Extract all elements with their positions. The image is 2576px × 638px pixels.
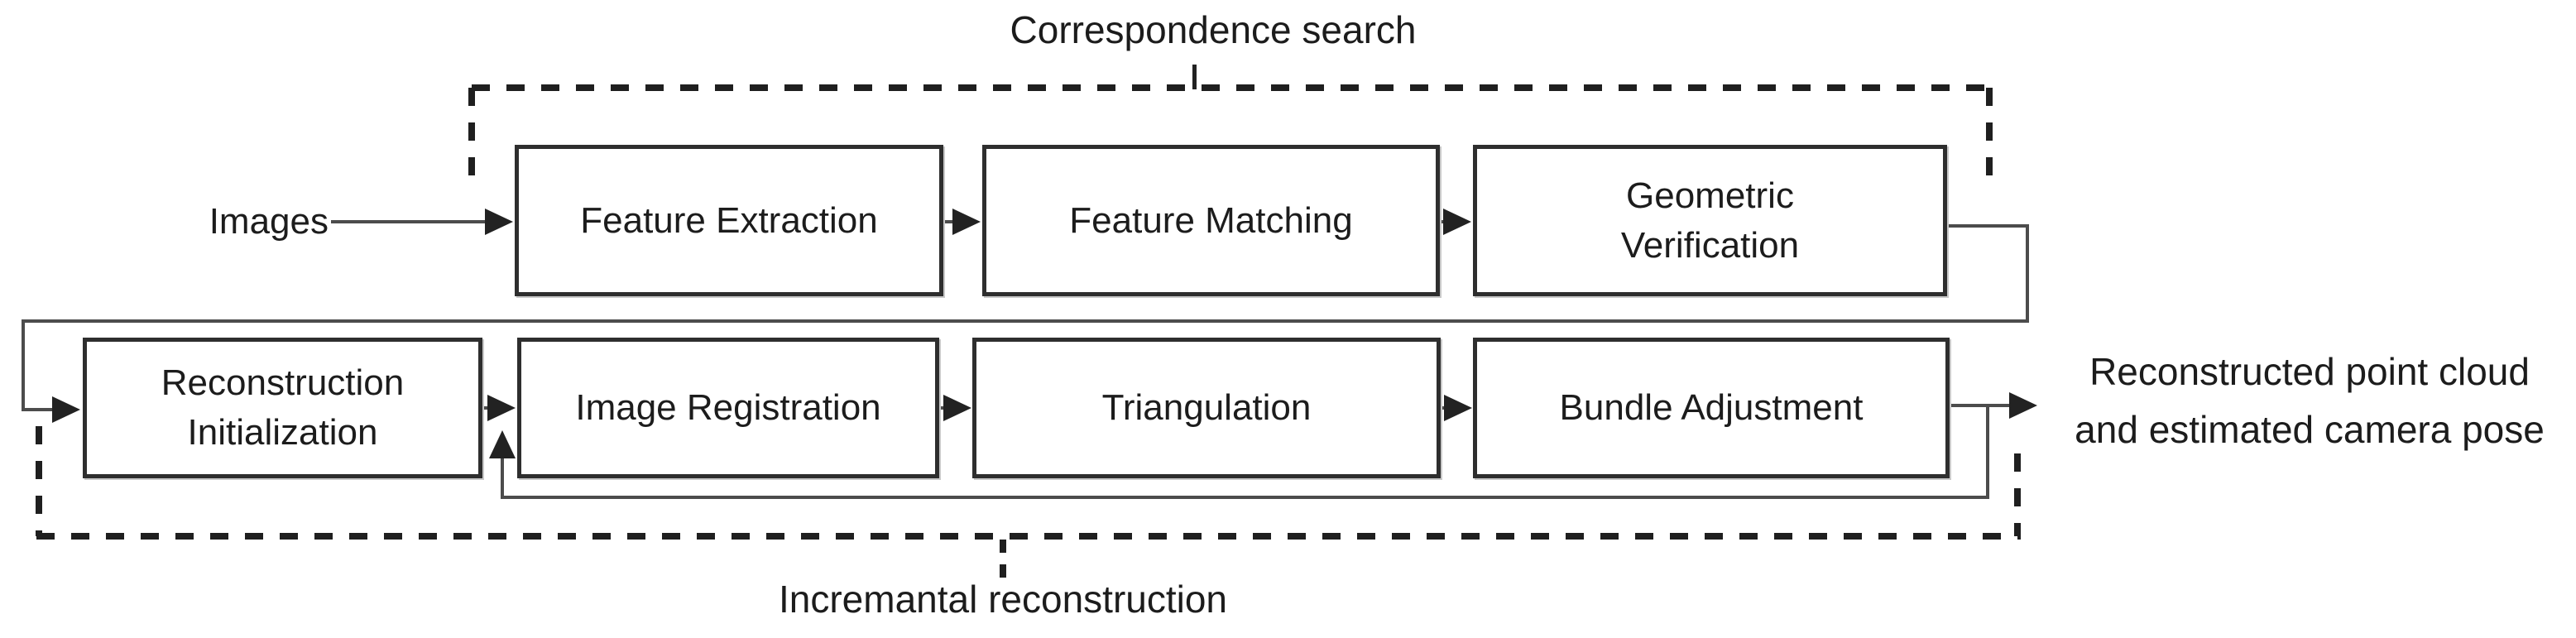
- arrow-feature-matching-to-geometric-verification: [1443, 209, 1471, 235]
- feature-extraction-box: Feature Extraction: [515, 145, 943, 296]
- incremental-group-dashed-bottom: [36, 533, 2021, 540]
- triangulation-box: Triangulation: [972, 338, 1441, 478]
- output-label-line2: and estimated camera pose: [2075, 408, 2545, 451]
- incremental-label-tick: [1000, 540, 1006, 578]
- image-registration-label: Image Registration: [575, 387, 881, 428]
- arrow-image-registration-to-triangulation: [943, 395, 971, 421]
- feature-extraction-label: Feature Extraction: [580, 199, 878, 241]
- wrap-connector-seg-down: [2026, 224, 2029, 323]
- bundle-adjustment-box: Bundle Adjustment: [1473, 338, 1950, 478]
- feedback-seg-across: [501, 496, 1989, 499]
- feature-matching-label: Feature Matching: [1069, 199, 1353, 241]
- output-label-line1: Reconstructed point cloud: [2089, 350, 2530, 393]
- correspondence-group-dashed-right: [1986, 88, 1993, 184]
- arrow-feedback-into-image-registration: [489, 430, 516, 458]
- fe-fm-arrow-line: [943, 220, 957, 223]
- image-registration-box: Image Registration: [517, 338, 939, 478]
- feature-matching-box: Feature Matching: [982, 145, 1440, 296]
- geometric-verification-box: Geometric Verification: [1473, 145, 1947, 296]
- correspondence-group-dashed-top: [472, 84, 1991, 91]
- correspondence-label-tick: [1192, 65, 1197, 89]
- incremental-group-dashed-right: [2014, 453, 2021, 536]
- wrap-connector-seg-across: [22, 319, 2029, 323]
- bundle-adjustment-label: Bundle Adjustment: [1559, 387, 1864, 428]
- wrap-connector-seg-into-ri: [22, 408, 56, 411]
- arrow-to-output: [2009, 392, 2037, 419]
- wrap-connector-seg-left-down: [22, 319, 25, 411]
- output-arrow-line: [1950, 404, 2011, 407]
- reconstruction-initialization-box: Reconstruction Initialization: [83, 338, 482, 478]
- triangulation-label: Triangulation: [1101, 387, 1312, 428]
- feedback-seg-down: [1986, 405, 1989, 499]
- correspondence-search-group-label: Correspondence search: [1010, 8, 1417, 51]
- arrow-images-to-feature-extraction: [485, 209, 513, 235]
- reconstruction-initialization-label: Reconstruction Initialization: [161, 362, 405, 453]
- wrap-connector-seg-right-out: [1947, 224, 2029, 228]
- ri-ir-arrow-line: [482, 406, 491, 410]
- arrow-into-reconstruction-initialization: [52, 396, 80, 423]
- correspondence-group-dashed-left: [468, 88, 475, 188]
- images-arrow-line: [331, 220, 488, 223]
- incremental-reconstruction-group-label: Incremantal reconstruction: [778, 578, 1228, 621]
- output-label: Reconstructed point cloud and estimated …: [2049, 343, 2570, 458]
- arrow-triangulation-to-bundle-adjustment: [1444, 395, 1472, 421]
- images-input-label: Images: [209, 201, 329, 242]
- incremental-group-dashed-left: [36, 426, 42, 536]
- geometric-verification-label: Geometric Verification: [1620, 175, 1800, 266]
- arrow-feature-extraction-to-feature-matching: [952, 209, 981, 235]
- feedback-seg-up: [501, 457, 504, 499]
- arrow-reconstruction-initialization-to-image-registration: [487, 395, 516, 421]
